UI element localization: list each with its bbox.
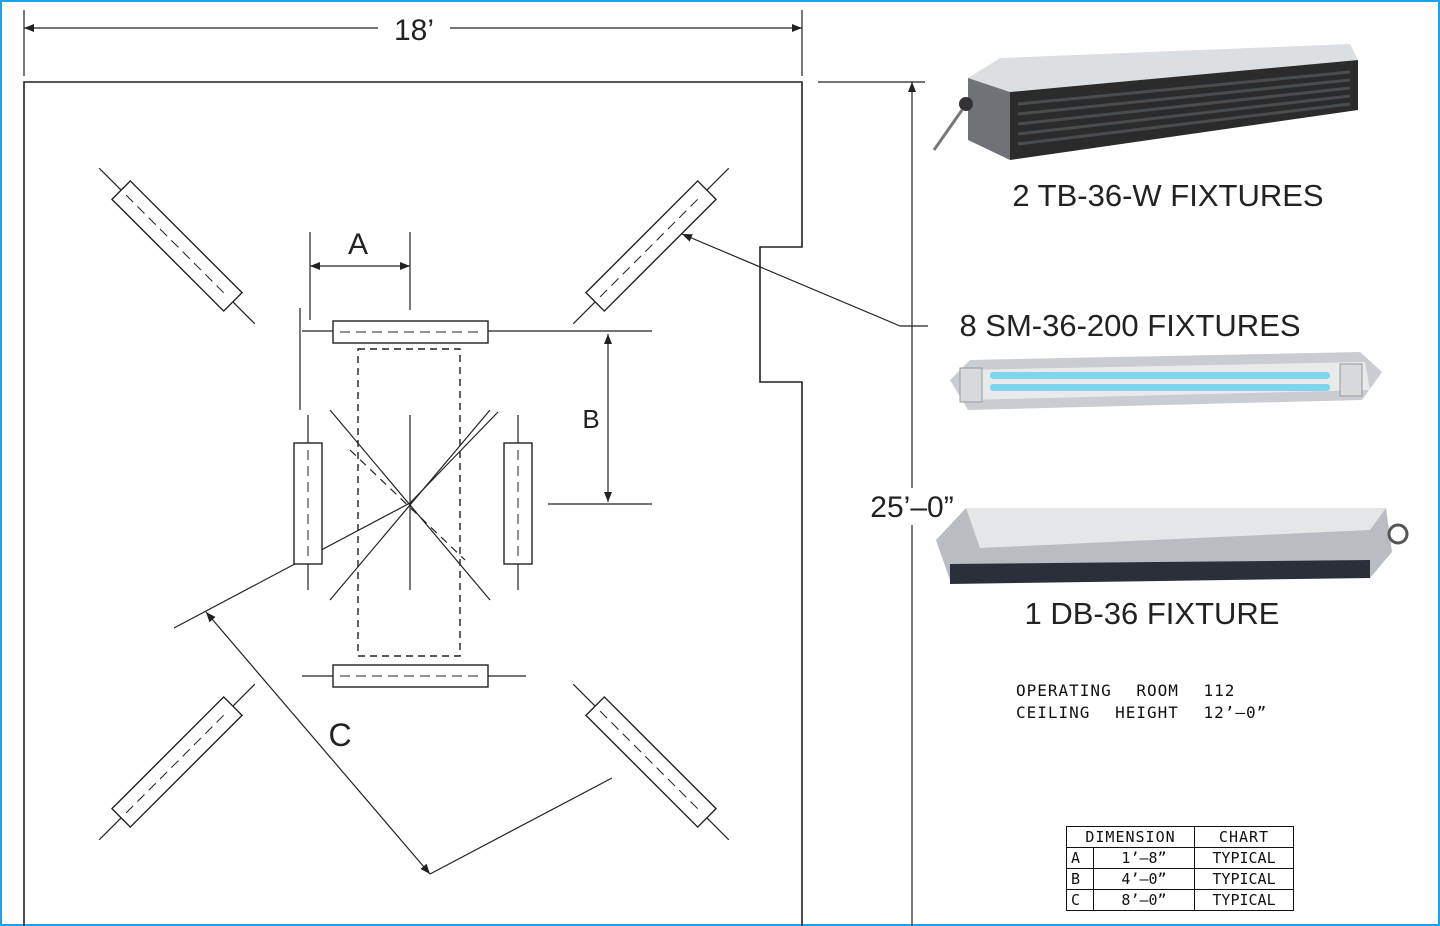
sm-36-200-fixture-image <box>950 352 1382 410</box>
dimension-chart-header: DIMENSION CHART <box>1066 826 1294 848</box>
db-36-fixture-image <box>936 508 1409 584</box>
dimension-value: 1’–8” <box>1093 847 1195 869</box>
dimension-letter: A <box>1066 847 1094 869</box>
room-name-word: ROOM <box>1136 681 1179 700</box>
sm-fixture-leader <box>681 233 901 327</box>
db-36-label: 1 DB-36 FIXTURE <box>1025 596 1280 631</box>
room-name-label: OPERATING <box>1016 681 1112 700</box>
fixture-diagonal-bottom-right <box>572 683 730 841</box>
fixture-diagonal-top-left <box>98 167 256 325</box>
dimension-value: 8’–0” <box>1093 889 1195 911</box>
room-info: OPERATING ROOM 112 CEILING HEIGHT 12’–0” <box>1016 680 1267 724</box>
tb-36-w-fixture-image <box>932 44 1358 160</box>
width-dimension-label: 18’ <box>394 14 434 47</box>
dimension-chart-title-left: DIMENSION <box>1066 826 1195 848</box>
ceiling-label: CEILING <box>1016 703 1091 722</box>
dimension-b-label: B <box>582 404 599 434</box>
dimension-c: C <box>205 611 613 875</box>
room-number: 112 <box>1203 681 1236 700</box>
tb-36-w-label: 2 TB-36-W FIXTURES <box>1012 178 1323 213</box>
dimension-chart-row: A 1’–8” TYPICAL <box>1066 847 1294 869</box>
dimension-chart-row: B 4’–0” TYPICAL <box>1066 868 1294 890</box>
fixture-diagonal-bottom-left <box>98 683 256 841</box>
ceiling-height-line: CEILING HEIGHT 12’–0” <box>1016 702 1267 724</box>
fixture-left <box>293 415 323 590</box>
dimension-a-label: A <box>348 228 368 261</box>
dimension-letter: B <box>1066 868 1094 890</box>
fixture-bottom <box>302 664 526 688</box>
dimension-note: TYPICAL <box>1194 868 1294 890</box>
fixture-top <box>302 320 652 344</box>
dimension-note: TYPICAL <box>1194 847 1294 869</box>
dimension-letter: C <box>1066 889 1094 911</box>
dimension-a: A <box>309 228 411 320</box>
ceiling-word: HEIGHT <box>1115 703 1179 722</box>
center-lines <box>173 308 499 629</box>
sm-36-200-label: 8 SM-36-200 FIXTURES <box>959 308 1300 343</box>
dimension-chart: DIMENSION CHART A 1’–8” TYPICAL B 4’–0” … <box>1066 826 1294 911</box>
dimension-value: 4’–0” <box>1093 868 1195 890</box>
width-dimension: 18’ <box>23 10 803 76</box>
center-dashed-line <box>349 449 466 561</box>
dimension-c-label: C <box>328 717 351 753</box>
room-outline <box>23 81 803 926</box>
fixture-diagonal-top-right <box>572 167 730 325</box>
dimension-b: B <box>582 334 612 502</box>
ceiling-value: 12’–0” <box>1203 703 1268 722</box>
height-dimension: 25’–0” <box>818 81 954 926</box>
dimension-note: TYPICAL <box>1194 889 1294 911</box>
fixture-right <box>503 415 652 590</box>
room-name-line: OPERATING ROOM 112 <box>1016 680 1267 702</box>
height-dimension-label: 25’–0” <box>870 491 953 524</box>
dimension-chart-row: C 8’–0” TYPICAL <box>1066 889 1294 911</box>
dimension-chart-title-right: CHART <box>1194 826 1294 848</box>
operating-table-outline <box>357 348 461 657</box>
